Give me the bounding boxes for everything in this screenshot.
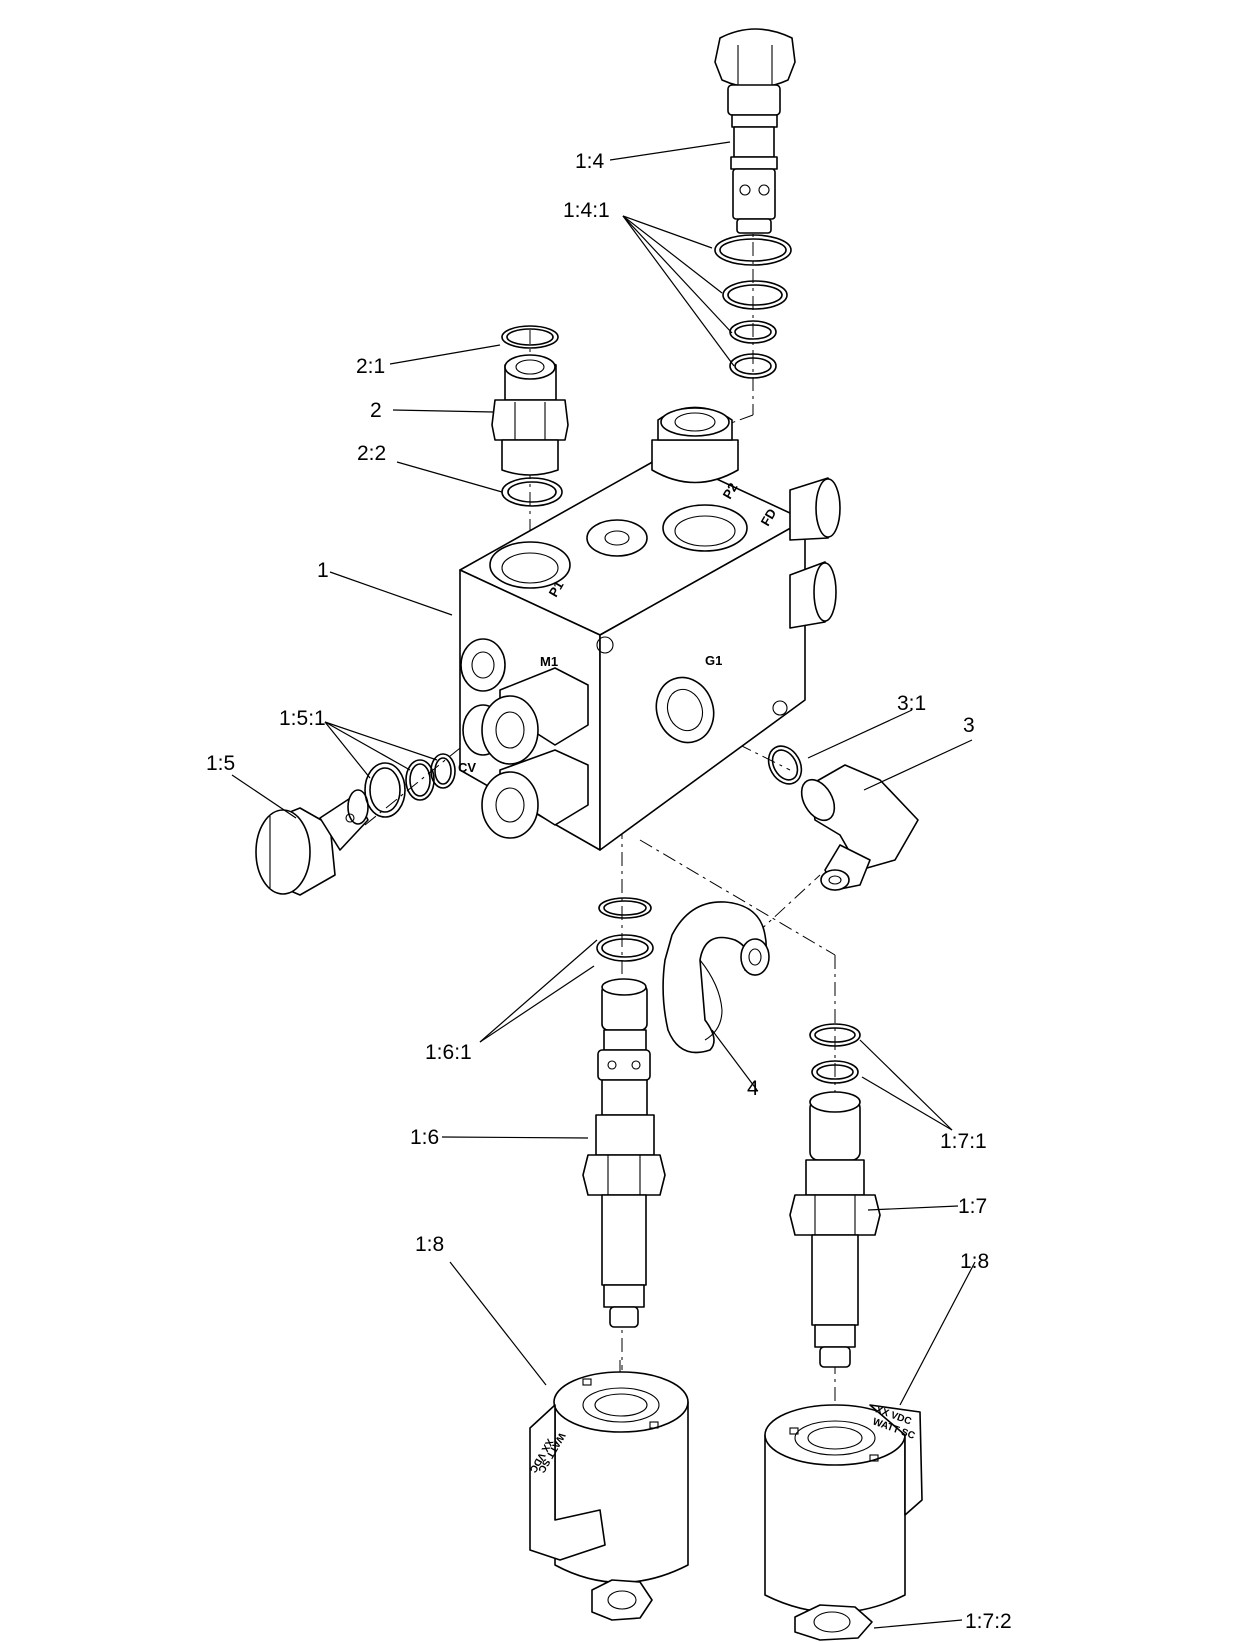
- callout-1: 1: [317, 559, 329, 582]
- callout-3-1: 3:1: [897, 692, 926, 715]
- leader-lines: [231, 141, 976, 1629]
- o-rings-1-6-1: [596, 897, 654, 962]
- callout-1-4-1: 1:4:1: [563, 199, 610, 222]
- cartridge-valve-1-4: [714, 28, 796, 234]
- solenoid-coil-1-8-right: XX VDC WATT SC: [764, 1404, 923, 1614]
- fd-side-fittings: [789, 477, 841, 629]
- lock-nut-1-7-2: [794, 1604, 873, 1641]
- p2-port-fitting: [651, 406, 739, 484]
- port-label-p1: P1: [546, 578, 567, 599]
- callout-1-7: 1:7: [958, 1195, 987, 1218]
- callout-2-2: 2:2: [357, 442, 386, 465]
- o-ring-2-1: [501, 325, 559, 349]
- o-ring-3-1: [767, 745, 803, 785]
- callout-1-5: 1:5: [206, 752, 235, 775]
- callout-1-8-right: 1:8: [960, 1250, 989, 1273]
- cartridge-valve-1-6: [582, 978, 666, 1328]
- port-label-g1: G1: [705, 653, 722, 668]
- port-label-cv: CV: [458, 760, 476, 775]
- port-label-p2: P2: [720, 480, 741, 501]
- callout-2-1: 2:1: [356, 355, 385, 378]
- callout-1-6: 1:6: [410, 1126, 439, 1149]
- elbow-fitting-3: [800, 764, 919, 891]
- lock-nut-left: [591, 1579, 653, 1621]
- o-rings-1-7-1: [809, 1023, 861, 1084]
- callout-3: 3: [963, 714, 975, 737]
- callout-4: 4: [747, 1077, 759, 1100]
- callout-1-7-2: 1:7:2: [965, 1610, 1012, 1633]
- clamp-4: [662, 901, 770, 1054]
- o-rings-1-4-1: [714, 234, 792, 379]
- o-ring-2-2: [501, 477, 563, 507]
- callout-1-8-left: 1:8: [415, 1233, 444, 1256]
- solenoid-coil-1-8-left: XX VDC WATT SC: [527, 1371, 689, 1584]
- callout-2: 2: [370, 399, 382, 422]
- cartridge-valve-1-7: [789, 1091, 881, 1368]
- callout-1-6-1: 1:6:1: [425, 1041, 472, 1064]
- callout-1-4: 1:4: [575, 150, 605, 173]
- port-label-m1: M1: [540, 654, 558, 669]
- o-rings-1-5-1: [364, 753, 456, 818]
- fitting-2: [491, 354, 569, 476]
- callout-1-7-1: 1:7:1: [940, 1130, 987, 1153]
- callout-1-5-1: 1:5:1: [279, 707, 326, 730]
- m1-fittings: [481, 667, 589, 839]
- plug-1-5: [255, 789, 369, 896]
